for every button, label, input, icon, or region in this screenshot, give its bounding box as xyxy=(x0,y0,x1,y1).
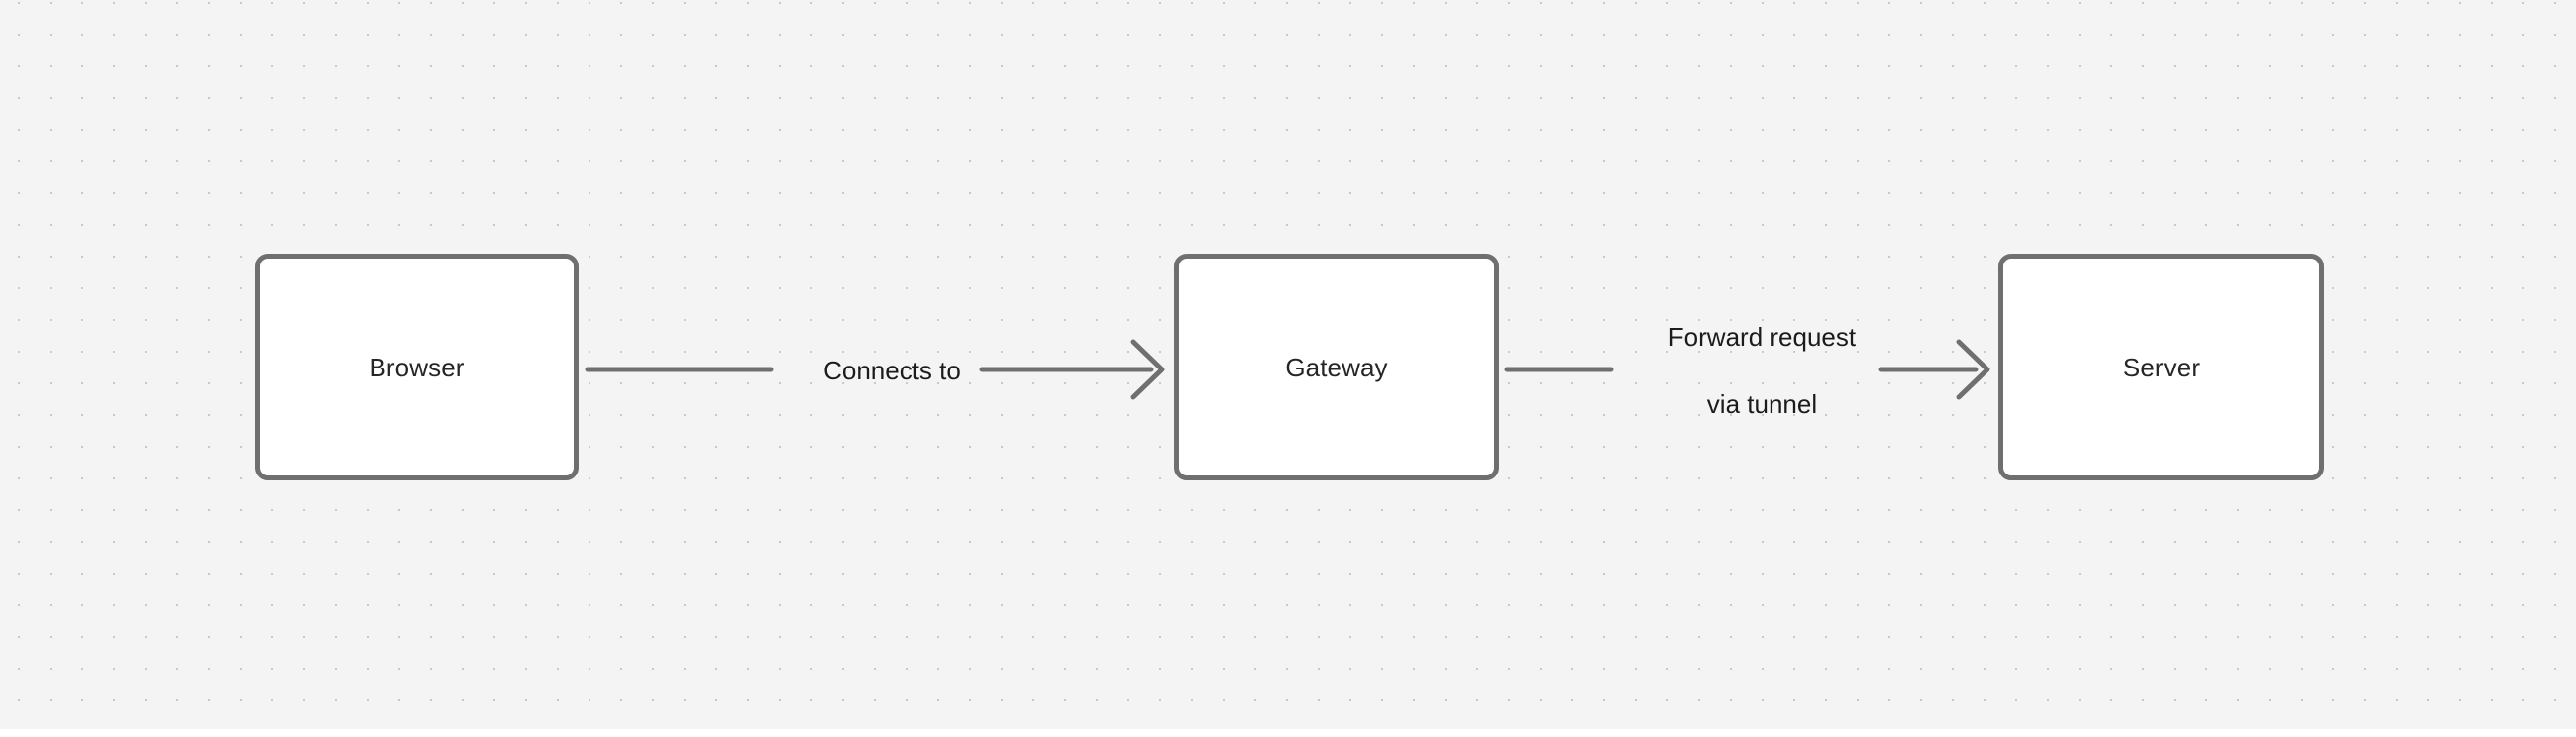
node-server-label: Server xyxy=(2122,352,2200,382)
edge-label-browser-to-gateway[interactable]: Connects to xyxy=(795,320,961,421)
node-browser[interactable]: Browser xyxy=(255,254,579,480)
node-browser-label: Browser xyxy=(369,352,465,382)
edge-label-line-1: Forward request xyxy=(1667,322,1857,352)
edge-label-line-2: via tunnel xyxy=(1706,389,1818,419)
node-server[interactable]: Server xyxy=(1998,254,2324,480)
canvas-bottom-edge xyxy=(0,729,2576,737)
arrowhead-icon xyxy=(1130,339,1165,400)
node-gateway-label: Gateway xyxy=(1285,352,1388,382)
edge-label-line-1: Connects to xyxy=(823,356,961,385)
edge-label-gateway-to-server[interactable]: Forward request via tunnel xyxy=(1640,286,1856,455)
arrowhead-icon xyxy=(1956,339,1990,400)
node-gateway[interactable]: Gateway xyxy=(1174,254,1499,480)
